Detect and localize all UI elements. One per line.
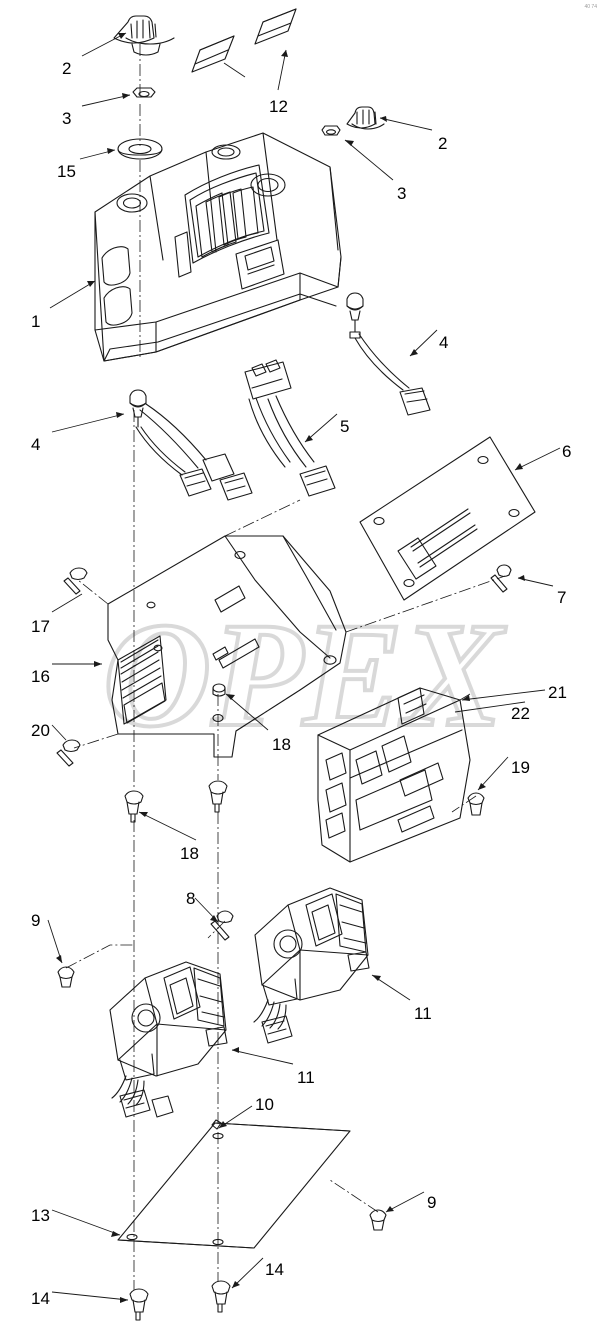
part-3-washer-top	[132, 87, 156, 98]
callout-12: 12	[269, 97, 288, 116]
part-3-washer-right	[321, 125, 341, 136]
part-2-knob-right	[346, 106, 385, 130]
callout-17: 17	[31, 617, 50, 636]
callout-16: 16	[31, 667, 50, 686]
callout-15: 15	[57, 162, 76, 181]
callout-3-top: 3	[62, 109, 72, 128]
callout-11-right: 11	[414, 1004, 432, 1023]
callout-4-right: 4	[439, 333, 449, 352]
callout-20: 20	[31, 721, 50, 740]
callout-11-left: 11	[297, 1068, 315, 1087]
callout-14-right: 14	[265, 1260, 284, 1279]
part-5-harness	[219, 359, 336, 501]
part-1-console-cover	[94, 132, 342, 362]
part-9-bolt-left	[57, 966, 75, 988]
part-7-screw	[490, 564, 512, 593]
callout-4-left: 4	[31, 435, 41, 454]
callout-19: 19	[511, 758, 530, 777]
callout-5: 5	[340, 417, 350, 436]
part-2-knob-top	[113, 15, 175, 56]
part-9-bolt-right	[369, 1209, 387, 1231]
callout-2-top: 2	[62, 59, 72, 78]
part-14-screw-right	[211, 1280, 231, 1313]
leader-lines	[47, 32, 561, 1303]
assembly-axes	[65, 44, 506, 1290]
callout-10: 10	[255, 1095, 274, 1114]
callout-22: 22	[511, 704, 530, 723]
part-15-grommet	[117, 138, 163, 160]
part-10-pin	[211, 1119, 222, 1130]
part-8-bolt	[210, 910, 234, 941]
part-16-bracket	[107, 535, 347, 758]
callout-9-left: 9	[31, 911, 41, 930]
part-18-stud-b	[124, 790, 144, 823]
part-18-stud-a	[212, 683, 226, 697]
callout-18-upper: 18	[272, 735, 291, 754]
part-17-bolt	[63, 567, 88, 595]
callout-13: 13	[31, 1206, 50, 1225]
callout-18-lower: 18	[180, 844, 199, 863]
callout-3-right: 3	[397, 184, 407, 203]
part-11-valve-right	[253, 887, 370, 1044]
callout-8: 8	[186, 889, 196, 908]
corner-mark: 40 74	[584, 4, 597, 10]
part-19-screw	[467, 792, 485, 816]
callout-21: 21	[548, 683, 567, 702]
part-12-pads	[191, 8, 297, 73]
part-4-sensor-left	[129, 389, 235, 497]
part-18-stud-c	[208, 780, 228, 813]
callout-2-right: 2	[438, 134, 448, 153]
part-20-bolt	[56, 739, 81, 767]
part-11-valve-left	[109, 961, 228, 1118]
callout-9-right: 9	[427, 1193, 437, 1212]
part-13-base-plate	[117, 1122, 351, 1249]
callout-1: 1	[31, 312, 41, 331]
part-21-module	[317, 687, 471, 863]
part-4-sensor-right	[346, 292, 431, 416]
callout-14-left: 14	[31, 1289, 50, 1308]
callout-7: 7	[557, 588, 567, 607]
part-14-screw-left	[129, 1288, 149, 1321]
callout-6: 6	[562, 442, 572, 461]
part-6-mount-plate	[359, 436, 536, 601]
